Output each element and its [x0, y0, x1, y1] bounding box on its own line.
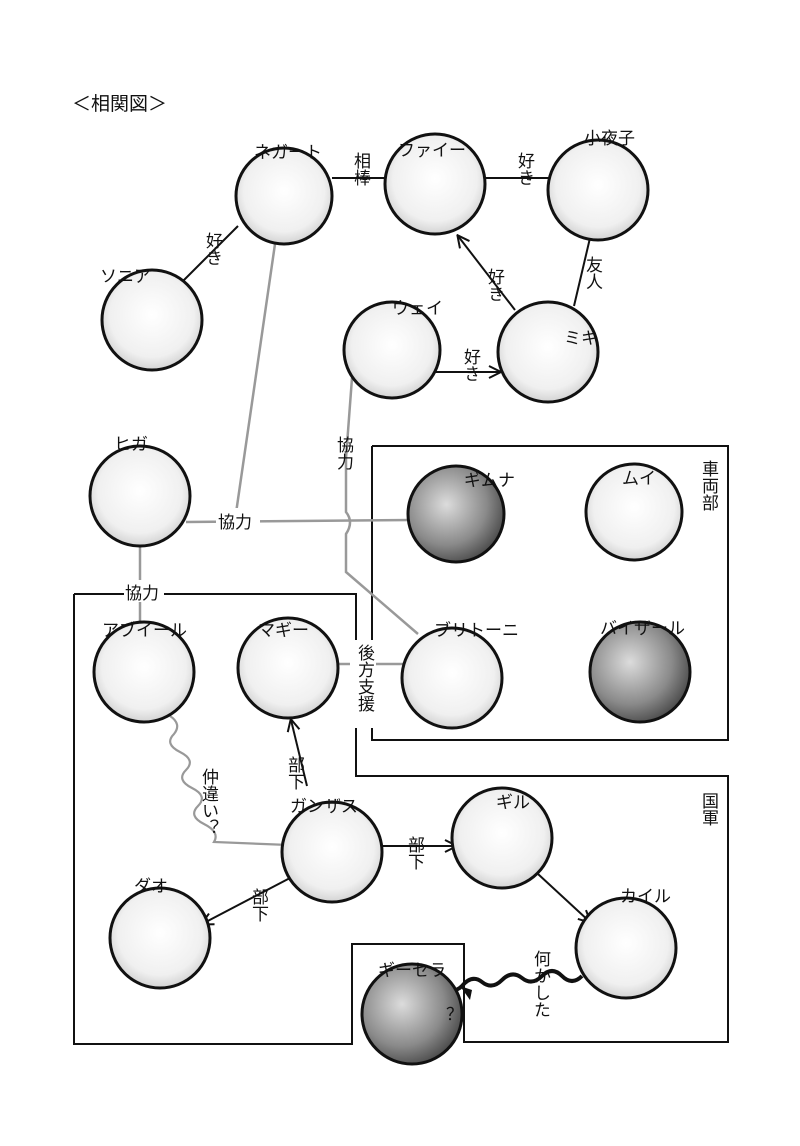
line-sayoko-miki — [573, 237, 591, 307]
portrait-gimuna — [406, 464, 506, 564]
portrait-fai — [383, 132, 487, 236]
portrait-dao — [108, 886, 212, 990]
portrait-miki — [496, 300, 600, 404]
relation-miki-fai: 好き — [484, 268, 505, 302]
portrait-ganzas — [280, 800, 384, 904]
portrait-baizar — [588, 620, 692, 724]
relation-higa-abuil: 協力 — [125, 584, 159, 604]
name-sayoko: 小夜子 — [584, 129, 635, 149]
name-baizar: バイザール — [600, 619, 685, 639]
name-abuil: アブイール — [102, 620, 187, 641]
line-sonia-negato — [179, 225, 239, 285]
squiggle-head — [460, 986, 472, 1000]
portrait-abuil — [92, 620, 196, 724]
arrow-ganzas-magi — [291, 720, 308, 787]
name-miki: ミキ — [564, 329, 598, 349]
portrait-wei — [342, 300, 442, 400]
portrait-negato — [234, 146, 334, 246]
name-mui: ムイ — [622, 469, 656, 489]
name-ganzas: ガンザス — [290, 797, 358, 817]
squiggle-kairu-gisera — [447, 969, 584, 993]
portrait-mui — [584, 462, 684, 562]
relation-ganzas-dao: 部下 — [248, 888, 269, 922]
relation-fai-sayoko: 好き — [514, 152, 535, 186]
army-box — [74, 593, 729, 1043]
portrait-kairu — [574, 896, 678, 1000]
relation-wei-britoni: 協力 — [333, 436, 354, 470]
portrait-britoni — [400, 626, 504, 730]
line-abuil-ganzas-wavy — [169, 715, 315, 848]
army-box-left — [73, 594, 465, 1045]
name-wei: ウェイ — [392, 299, 443, 319]
name-gisera: ギーセラ — [378, 961, 446, 981]
relation-lines — [179, 177, 591, 924]
portrait-gisera — [360, 962, 464, 1066]
portrait-sayoko — [546, 138, 650, 242]
name-fai: ファイー — [398, 141, 466, 161]
name-giru: ギル — [496, 793, 530, 813]
relation-labels: 好き 相棒 好き 友人 好き 好き 協力 協力 協力 後方支援 仲違い？ 部下 … — [124, 152, 603, 1018]
portrait-sonia — [100, 268, 204, 372]
relation-negato-fai: 相棒 — [350, 152, 371, 186]
portrait-higa — [88, 444, 192, 548]
character-nodes: ネガート ファイー 小夜子 ソニア ウェイ ミキ ヒガ ギムナ ムイ アブイール… — [88, 129, 692, 1066]
name-higa: ヒガ — [114, 435, 148, 455]
portrait-magi — [236, 616, 340, 720]
relation-abuil-ganzas: 仲違い？ — [198, 768, 219, 836]
relation-ganzas-giru: 部下 — [404, 836, 425, 870]
line-negato-higa — [233, 243, 277, 521]
portrait-giru — [450, 786, 554, 890]
name-magi: マギー — [258, 621, 309, 641]
relation-ganzas-magi: 部下 — [284, 756, 305, 790]
arrow-ganzas-dao — [202, 877, 291, 924]
name-gimuna: ギムナ — [464, 471, 515, 491]
relation-magi-britoni: 後方支援 — [354, 644, 375, 713]
arrow-miki-fai — [458, 236, 516, 311]
relation-higa-gimuna: 協力 — [218, 513, 252, 533]
line-wei-britoni — [344, 377, 419, 635]
relation-sayoko-miki: 友人 — [582, 256, 603, 290]
name-britoni: ブリトーニ — [434, 620, 519, 641]
name-negato: ネガート — [254, 143, 322, 163]
name-dao: ダオ — [134, 877, 168, 897]
group-label-vehicle: 車両部 — [698, 460, 719, 511]
gisera-question-mark: ？ — [446, 1005, 463, 1025]
name-sonia: ソニア — [100, 267, 151, 287]
diagram-title: ＜相関図＞ — [72, 93, 167, 115]
relation-wei-miki: 好き — [460, 348, 481, 382]
name-kairu: カイル — [620, 887, 671, 907]
arrow-giru-kairu — [537, 873, 590, 922]
relation-sonia-negato: 好き — [202, 232, 223, 266]
group-label-army: 国軍 — [698, 792, 718, 826]
relation-kairu-gisera: 何かした — [530, 950, 551, 1018]
